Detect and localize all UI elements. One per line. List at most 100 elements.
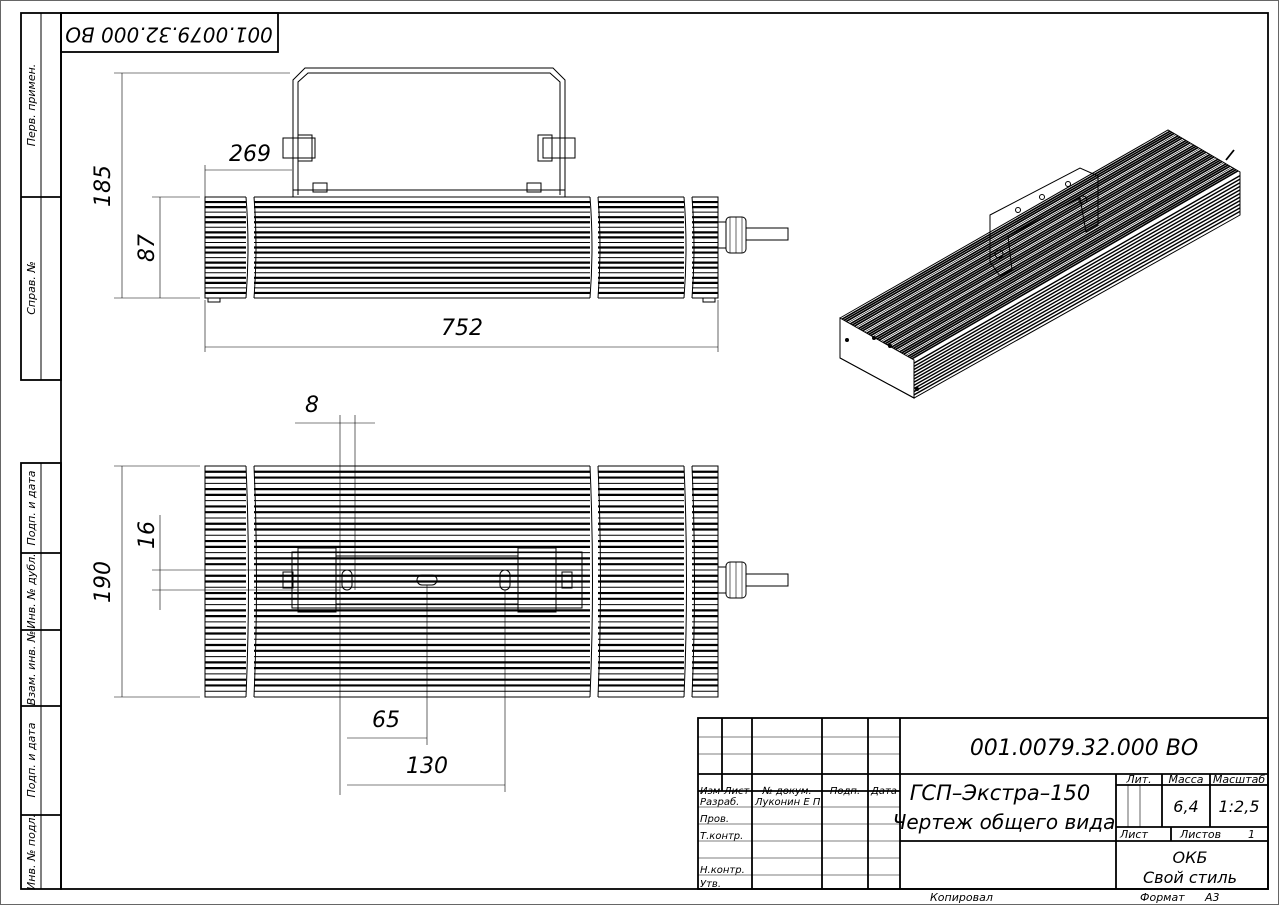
svg-text:Листов: Листов <box>1179 828 1221 841</box>
svg-text:Лит.: Лит. <box>1125 773 1151 786</box>
product-name: ГСП–Экстра–150 <box>910 781 1091 805</box>
fin-line <box>884 154 1213 345</box>
side-label: Подп. и дата <box>25 722 38 797</box>
drawing-designation: 001.0079.32.000 ВО <box>970 736 1198 761</box>
fin-line <box>913 185 1241 374</box>
fin-line <box>872 148 1201 337</box>
fin-line <box>913 174 1241 364</box>
mounting-bracket <box>282 67 576 198</box>
fin-line <box>870 146 1199 337</box>
svg-text:Лист: Лист <box>1119 828 1148 841</box>
fin-line <box>849 135 1179 325</box>
svg-text:1: 1 <box>1248 828 1255 841</box>
svg-text:Масштаб: Масштаб <box>1213 773 1265 786</box>
fin-line <box>878 151 1207 341</box>
svg-text:Т.контр.: Т.контр. <box>700 831 743 842</box>
fin-line <box>864 143 1193 333</box>
side-strip: Перв. примен. Справ. № Подп. и дата Инв.… <box>20 12 62 890</box>
fin-line <box>903 165 1231 355</box>
dimension-8: 8 <box>295 393 375 795</box>
dimension-65: 65 <box>347 585 428 745</box>
fin-line <box>897 162 1225 351</box>
title-block: 001.0079.32.000 ВО ГСП–Экстра–150 Чертеж… <box>697 717 1269 890</box>
svg-text:752: 752 <box>441 316 483 341</box>
fin-line <box>913 203 1241 390</box>
fin-line <box>886 156 1215 346</box>
svg-text:№ докум.: № докум. <box>761 786 811 797</box>
fin-line <box>905 167 1233 356</box>
fin-line <box>890 158 1219 348</box>
svg-text:Лист: Лист <box>723 786 751 797</box>
svg-text:185: 185 <box>91 165 116 207</box>
svg-text:87: 87 <box>135 234 160 262</box>
fin-line <box>866 144 1195 334</box>
side-label: Инв. № подл. <box>25 814 38 890</box>
fin-line <box>856 139 1185 328</box>
document-name: Чертеж общего вида <box>893 810 1116 834</box>
svg-text:190: 190 <box>91 561 116 603</box>
fin-line <box>913 189 1241 377</box>
fin-line <box>868 145 1197 336</box>
side-label: Перв. примен. <box>25 64 38 147</box>
dimension-130: 130 <box>347 590 506 792</box>
svg-text:65: 65 <box>372 708 400 733</box>
fin-line <box>845 132 1175 323</box>
fin-line <box>876 150 1205 340</box>
fin-line <box>853 137 1183 327</box>
developer-name: Луконин Е П <box>754 797 821 808</box>
cable-gland <box>717 561 789 599</box>
fin-line <box>874 149 1203 339</box>
svg-text:Н.контр.: Н.контр. <box>700 865 745 876</box>
fin-line <box>909 168 1237 359</box>
fin-line <box>848 134 1177 323</box>
organization: Свой стиль <box>1143 868 1237 887</box>
fin-line <box>851 136 1181 326</box>
fin-line <box>913 182 1241 371</box>
dimension-16: 16 <box>135 515 340 610</box>
fin-line <box>913 207 1241 393</box>
bolt-icon <box>282 137 316 159</box>
mass-value: 6,4 <box>1173 797 1198 816</box>
dimension-752: 752 <box>204 300 719 352</box>
fin-line <box>913 210 1241 396</box>
scale-value: 1:2,5 <box>1218 797 1259 816</box>
iso-bracket <box>989 167 1099 277</box>
svg-text:Дата: Дата <box>870 786 897 797</box>
svg-text:Масса: Масса <box>1168 773 1203 786</box>
dimension-185: 185 <box>91 72 290 299</box>
svg-text:Разраб.: Разраб. <box>700 796 739 808</box>
copied-label: Копировал <box>930 891 993 904</box>
side-label: Инв. № дубл. <box>25 553 38 628</box>
svg-text:Пров.: Пров. <box>700 814 729 825</box>
svg-text:Утв.: Утв. <box>700 879 721 890</box>
fin-line <box>862 142 1191 332</box>
fin-line <box>899 163 1227 353</box>
format-value: А3 <box>1204 891 1220 904</box>
organization: ОКБ <box>1173 848 1208 867</box>
fin-line <box>907 167 1235 358</box>
svg-text:8: 8 <box>305 393 319 418</box>
fin-line <box>911 170 1239 360</box>
fin-line <box>841 130 1171 320</box>
fin-line <box>913 196 1241 383</box>
fin-line <box>843 131 1173 322</box>
svg-text:269: 269 <box>229 142 271 167</box>
svg-text:16: 16 <box>135 521 160 549</box>
fin-line <box>858 139 1187 330</box>
side-label: Подп. и дата <box>25 470 38 545</box>
slot-icon <box>341 569 353 591</box>
top-view: 8 190 16 65 130 <box>91 393 789 795</box>
isometric-view <box>839 129 1241 399</box>
mounting-plate <box>282 547 583 613</box>
side-label: Справ. № <box>25 261 38 315</box>
fin-line <box>889 157 1217 347</box>
fin-line <box>913 192 1241 380</box>
svg-text:130: 130 <box>406 754 448 779</box>
bolt-icon <box>542 137 576 159</box>
svg-text:Подп.: Подп. <box>830 786 860 797</box>
fin-line <box>895 160 1223 351</box>
format-label: Формат <box>1140 891 1185 904</box>
dimension-190: 190 <box>91 465 200 698</box>
